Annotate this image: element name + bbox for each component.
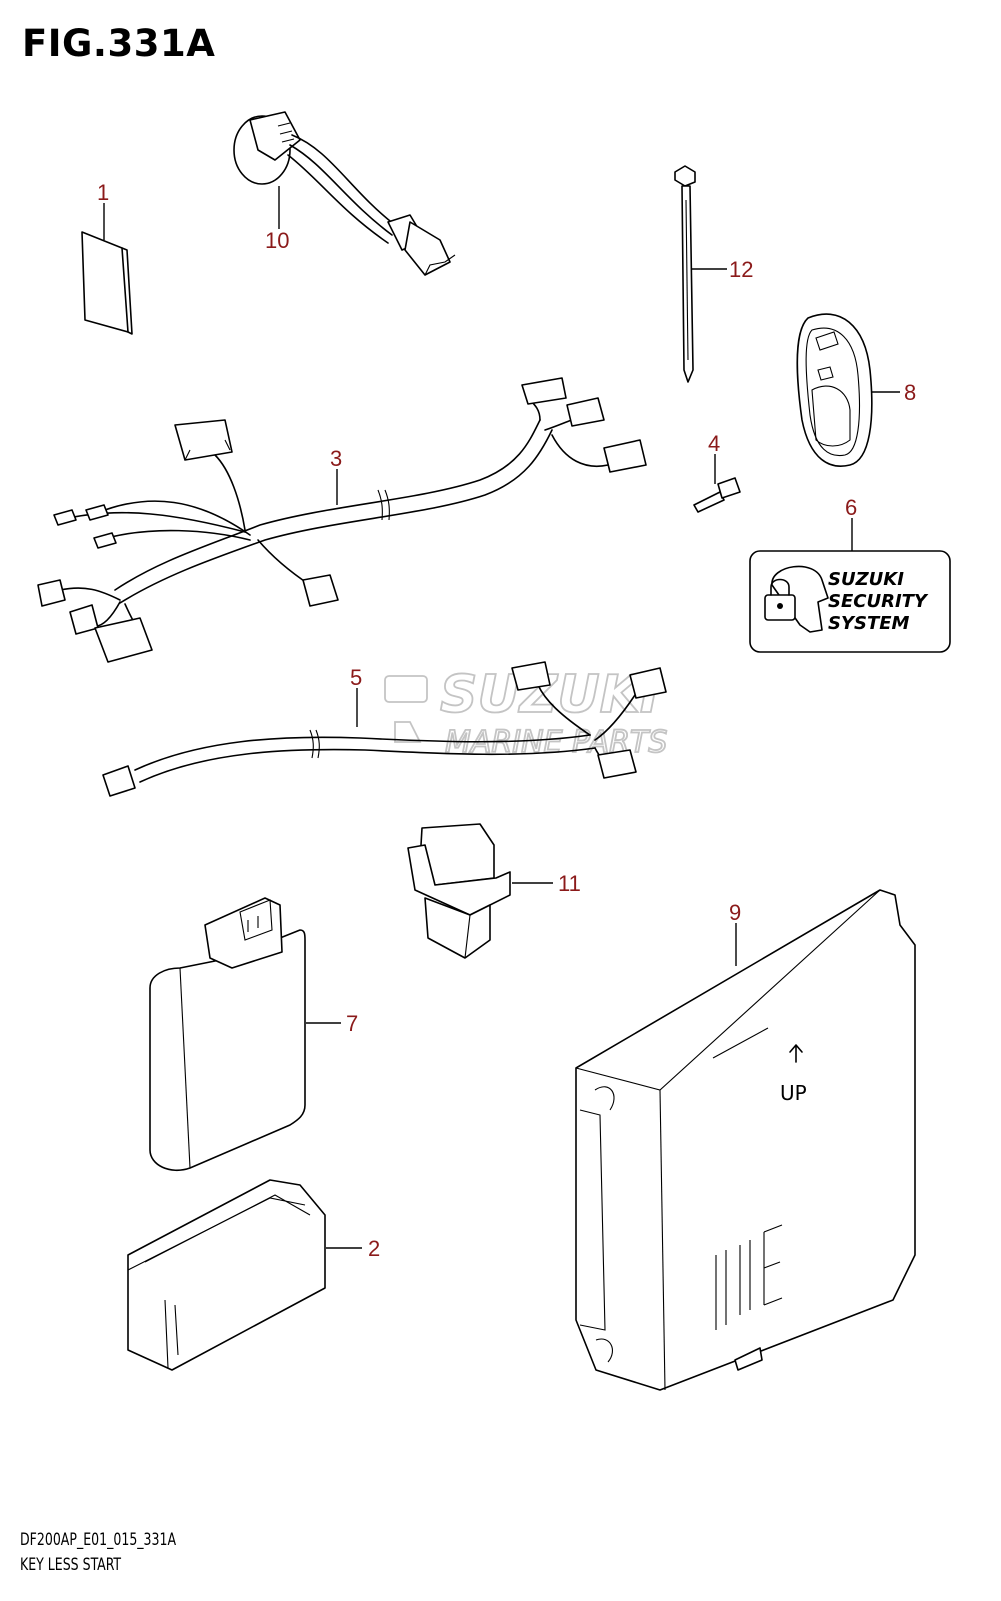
callout-labels: 1 2 3 4 5 6 7 8 9 10 11 12 (97, 180, 916, 1261)
callout-3: 3 (330, 446, 342, 471)
callout-6: 6 (845, 495, 857, 520)
part-2-holder (127, 1179, 326, 1371)
diagram-code: DF200AP_E01_015_331A (20, 1530, 177, 1550)
callout-12: 12 (729, 257, 753, 282)
security-text-line2: SECURITY (828, 591, 929, 612)
callout-9: 9 (729, 900, 741, 925)
part-7-module (149, 897, 306, 1172)
part-1-label (81, 231, 133, 335)
diagram-caption: KEY LESS START (20, 1555, 122, 1575)
figure-title: FIG.331A (22, 22, 216, 65)
part-12-cable-tie (674, 165, 696, 383)
security-text-line3: SYSTEM (828, 613, 910, 634)
watermark-line1: SUZUKI (440, 665, 659, 725)
part-5-harness (102, 661, 667, 797)
callout-2: 2 (368, 1236, 380, 1261)
part-11-switch (407, 823, 511, 959)
part-10-sensor-harness (233, 111, 456, 276)
part-8-key-fob (796, 313, 873, 467)
part-3-main-harness (37, 377, 647, 663)
security-text-line1: SUZUKI (828, 569, 904, 590)
watermark: SUZUKI MARINE PARTS (384, 664, 668, 761)
ecu-up-mark: UP (780, 1081, 807, 1105)
callout-4: 4 (708, 431, 720, 456)
callout-7: 7 (346, 1011, 358, 1036)
callout-8: 8 (904, 380, 916, 405)
part-9-ecu: UP (575, 889, 916, 1391)
part-4-bolt (693, 477, 741, 513)
callout-11: 11 (558, 871, 581, 896)
callout-10: 10 (265, 228, 289, 253)
part-6-security-label: SUZUKI SECURITY SYSTEM (749, 550, 951, 653)
callout-5: 5 (350, 665, 362, 690)
callout-1: 1 (97, 180, 109, 205)
